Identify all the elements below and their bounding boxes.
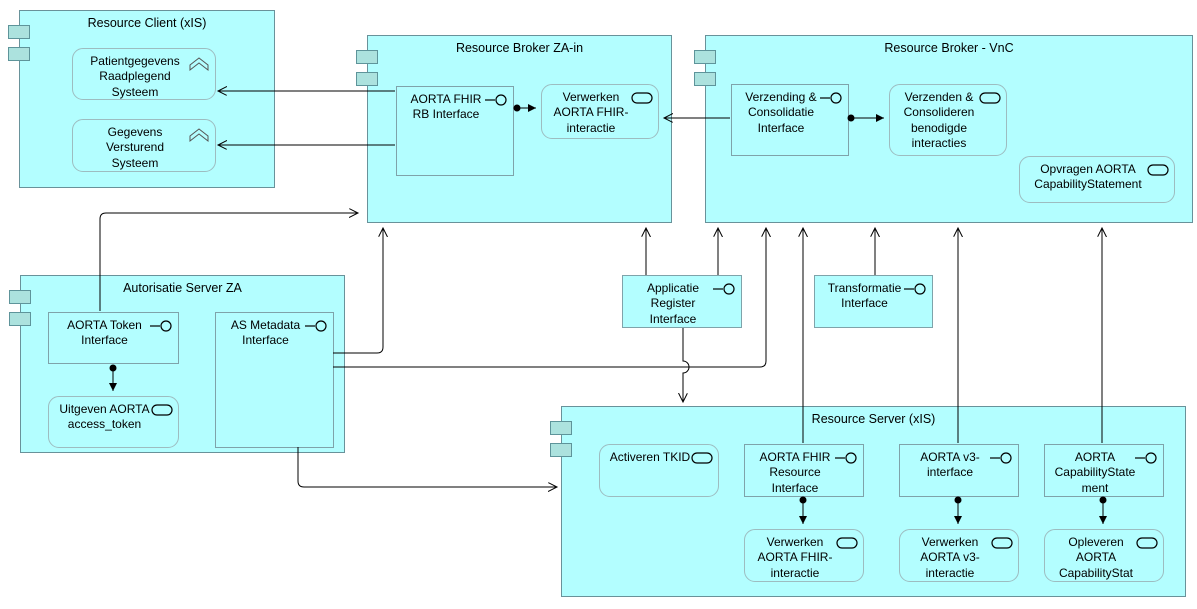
node-label: Verzending & Consolidatie Interface xyxy=(745,90,817,135)
node-activeren-tkid[interactable]: Activeren TKID xyxy=(599,444,719,497)
node-opleveren-aorta-capabilitystat[interactable]: Opleveren AORTA CapabilityStat xyxy=(1044,529,1164,582)
container-resource-server-xis[interactable]: Resource Server (xIS) Activeren TKID AOR… xyxy=(550,406,1186,597)
container-title: Resource Broker ZA-in xyxy=(455,41,584,55)
interface-icon xyxy=(484,94,508,106)
interface-icon xyxy=(989,452,1013,464)
service-icon xyxy=(991,537,1013,549)
node-patientgegevens-raadplegend-systeem[interactable]: Patientgegevens Raadplegend Systeem xyxy=(72,48,216,100)
service-icon xyxy=(151,404,173,416)
interface-icon xyxy=(149,320,173,332)
node-uitgeven-aorta-access-token[interactable]: Uitgeven AORTA access_token xyxy=(48,396,179,448)
node-aorta-fhir-rb-interface[interactable]: AORTA FHIR RB Interface xyxy=(396,86,514,176)
component-icon xyxy=(9,312,31,326)
node-verwerken-aorta-fhir-interactie-broker[interactable]: Verwerken AORTA FHIR-interactie xyxy=(541,84,659,139)
node-label: Verzenden & Consolideren benodigde inter… xyxy=(903,90,975,151)
node-aorta-token-interface[interactable]: AORTA Token Interface xyxy=(48,312,179,364)
node-verwerken-aorta-v3-interactie[interactable]: Verwerken AORTA v3-interactie xyxy=(899,529,1019,582)
interface-icon xyxy=(304,320,328,332)
node-label: AORTA v3-interface xyxy=(920,450,980,480)
component-icon xyxy=(694,50,716,64)
node-as-metadata-interface[interactable]: AS Metadata Interface xyxy=(215,312,334,448)
component-icon xyxy=(9,290,31,304)
node-label: Gegevens Versturend Systeem xyxy=(105,125,165,170)
service-icon xyxy=(1147,164,1169,176)
node-label: AS Metadata Interface xyxy=(230,318,301,348)
container-title: Autorisatie Server ZA xyxy=(123,281,242,295)
node-label: Activeren TKID xyxy=(609,450,691,464)
interface-icon xyxy=(834,452,858,464)
node-aorta-fhir-resource-interface[interactable]: AORTA FHIR Resource Interface xyxy=(744,444,864,497)
component-icon xyxy=(550,443,572,457)
node-aorta-v3-interface[interactable]: AORTA v3-interface xyxy=(899,444,1019,497)
node-label: Applicatie Register Interface xyxy=(646,281,700,326)
component-icon xyxy=(694,72,716,86)
component-icon xyxy=(356,72,378,86)
interface-icon xyxy=(903,283,927,295)
service-icon xyxy=(691,452,713,464)
node-label: Patientgegevens Raadplegend Systeem xyxy=(90,54,180,99)
interface-icon xyxy=(819,92,843,104)
component-icon xyxy=(356,50,378,64)
node-label: Opleveren AORTA CapabilityStat xyxy=(1058,535,1134,580)
interface-icon xyxy=(1134,452,1158,464)
node-gegevens-versturend-systeem[interactable]: Gegevens Versturend Systeem xyxy=(72,119,216,172)
connection-serving xyxy=(683,328,690,402)
connection-serving xyxy=(297,447,557,487)
container-title: Resource Client (xIS) xyxy=(87,16,207,30)
container-title: Resource Server (xIS) xyxy=(811,412,936,426)
interface-icon xyxy=(712,283,736,295)
node-verwerken-aorta-fhir-interactie-server[interactable]: Verwerken AORTA FHIR-interactie xyxy=(744,529,864,582)
container-resource-broker-za-in[interactable]: Resource Broker ZA-in AORTA FHIR RB Inte… xyxy=(356,35,672,223)
node-label: AORTA FHIR Resource Interface xyxy=(759,450,831,495)
component-icon xyxy=(8,47,30,61)
node-label: Verwerken AORTA v3-interactie xyxy=(920,535,980,580)
node-label: AORTA CapabilityStatement xyxy=(1054,450,1136,495)
node-label: Uitgeven AORTA access_token xyxy=(59,402,150,432)
container-title: Resource Broker - VnC xyxy=(884,41,1014,55)
node-opvragen-aorta-capabilitystatement[interactable]: Opvragen AORTA CapabilityStatement xyxy=(1019,156,1175,203)
node-label: Verwerken AORTA FHIR-interactie xyxy=(757,535,833,580)
container-resource-broker-vnc[interactable]: Resource Broker - VnC Verzending & Conso… xyxy=(694,35,1193,223)
node-transformatie-interface[interactable]: Transformatie Interface xyxy=(814,275,933,328)
node-label: Transformatie Interface xyxy=(827,281,902,311)
node-aorta-capabilitystatement-interface[interactable]: AORTA CapabilityStatement xyxy=(1044,444,1164,497)
service-icon xyxy=(979,92,1001,104)
component-icon xyxy=(550,421,572,435)
node-verzending-consolidatie-interface[interactable]: Verzending & Consolidatie Interface xyxy=(731,84,849,156)
component-icon xyxy=(8,25,30,39)
node-applicatie-register-interface[interactable]: Applicatie Register Interface xyxy=(622,275,742,328)
process-icon xyxy=(188,127,210,143)
service-icon xyxy=(836,537,858,549)
node-label: AORTA FHIR RB Interface xyxy=(410,92,482,122)
service-icon xyxy=(631,92,653,104)
node-label: AORTA Token Interface xyxy=(67,318,142,348)
node-label: Verwerken AORTA FHIR-interactie xyxy=(553,90,629,135)
node-label: Opvragen AORTA CapabilityStatement xyxy=(1034,162,1142,192)
container-autorisatie-server-za[interactable]: Autorisatie Server ZA AORTA Token Interf… xyxy=(9,275,345,453)
process-icon xyxy=(188,56,210,72)
container-resource-client[interactable]: Resource Client (xIS) Patientgegevens Ra… xyxy=(8,10,275,188)
service-icon xyxy=(1136,537,1158,549)
node-verzenden-consolideren-benodigde-interacties[interactable]: Verzenden & Consolideren benodigde inter… xyxy=(889,84,1007,156)
